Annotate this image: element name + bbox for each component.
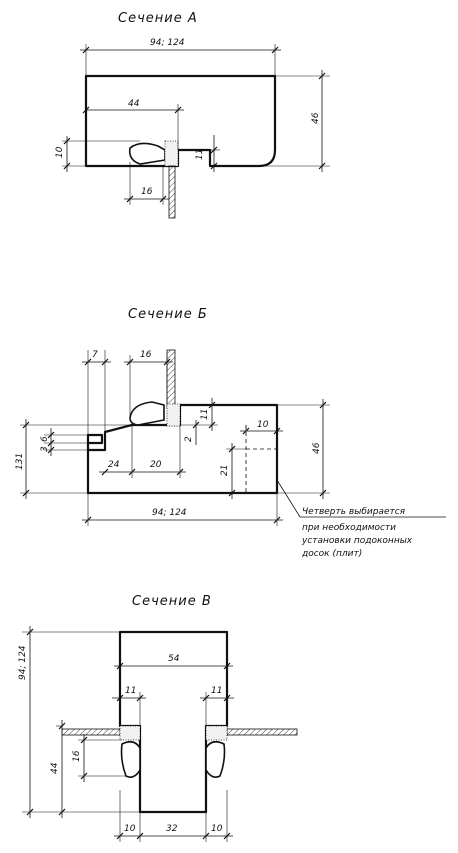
section-c-right-11-label: 11 — [211, 686, 222, 696]
section-c-seal-right — [205, 740, 226, 778]
section-b-height-label: 46 — [312, 442, 322, 454]
section-b-right-rebate-label: 10 — [257, 420, 269, 430]
section-b-dim-left-small: 3 6 — [40, 428, 88, 456]
section-b-left-b-label: 6 — [40, 436, 50, 442]
section-b-dim-left-total: 131 — [15, 419, 132, 499]
section-b-top-small-label: 7 — [92, 350, 98, 360]
section-b-width-label: 94; 124 — [152, 508, 187, 518]
section-b-dim-width: 94; 124 — [82, 493, 283, 526]
section-c-total-height-label: 94; 124 — [18, 645, 28, 680]
section-b-note-line-1: Четверть выбирается — [302, 507, 406, 517]
section-b-seal — [129, 401, 165, 426]
section-b-dim-top-glass: 16 — [124, 350, 173, 418]
section-c-left-11-label: 11 — [125, 686, 136, 696]
section-c-putty-right — [205, 725, 228, 741]
section-a-dim-bottom-right: 11 — [195, 135, 220, 172]
section-a-dim-gap: 16 — [124, 162, 169, 205]
section-a: Сечение А 94; 124 46 44 — [55, 11, 330, 219]
section-b-dim-right-rebate: 10 — [240, 420, 283, 435]
section-a-gap-label: 16 — [141, 187, 153, 197]
section-b-dim-bottom-inner: 24 20 — [99, 425, 186, 478]
section-c-bottom-right-label: 10 — [211, 824, 223, 834]
section-c-glass-right — [226, 728, 298, 736]
section-a-putty — [164, 140, 179, 167]
section-a-width-label: 94; 124 — [150, 38, 185, 48]
section-b-right-small-label: 11 — [200, 409, 210, 420]
section-a-profile — [84, 74, 277, 168]
section-c-title: Сечение В — [132, 594, 212, 609]
section-b-dim-top-small: 7 — [82, 350, 111, 435]
section-b: Сечение Б 7 16 11 — [15, 307, 446, 559]
section-b-dim-height: 46 — [277, 399, 330, 499]
section-a-height-label: 46 — [311, 112, 321, 124]
section-a-title: Сечение А — [118, 11, 198, 26]
section-b-bottom-a-label: 24 — [108, 460, 120, 470]
section-c-bottom-left-label: 10 — [124, 824, 136, 834]
section-c-dim-top-width: 54 — [114, 654, 233, 670]
section-a-rebate-label: 44 — [128, 99, 140, 109]
section-c-bottom-mid-label: 32 — [166, 824, 178, 834]
section-c-putty-left — [119, 725, 141, 741]
section-a-dim-height: 46 — [262, 70, 330, 172]
section-c-dim-16: 16 — [72, 734, 126, 782]
section-b-bottom-b-label: 20 — [150, 460, 162, 470]
section-c-top-width-label: 54 — [168, 654, 180, 664]
section-c-dim-44: 44 — [50, 720, 66, 818]
section-c-glass-left — [61, 728, 121, 736]
section-b-glass — [166, 349, 176, 409]
section-c: Сечение В 94; 124 54 11 — [18, 594, 298, 842]
section-b-note-line-3: установки подоконных — [301, 536, 413, 546]
section-c-left-44-label: 44 — [50, 762, 60, 774]
section-b-note: Четверть выбирается при необходимости ус… — [276, 479, 446, 559]
section-c-left-16-label: 16 — [72, 750, 82, 762]
section-b-mid-small-label: 2 — [184, 436, 194, 442]
section-a-dim-bottom-left: 10 — [55, 136, 140, 172]
section-b-left-a-label: 3 — [40, 446, 50, 452]
section-c-seal-left — [120, 740, 141, 778]
section-b-mid-21-label: 21 — [220, 465, 230, 476]
section-a-dim-width: 94; 124 — [80, 38, 281, 76]
section-a-glass — [168, 165, 176, 219]
section-b-note-line-2: при необходимости — [302, 523, 396, 533]
section-a-dim-rebate: 44 — [82, 99, 184, 150]
section-b-title: Сечение Б — [128, 307, 208, 322]
section-a-bottom-left-label: 10 — [55, 146, 65, 158]
section-b-putty — [166, 403, 181, 427]
section-c-dim-11: 11 11 — [112, 686, 234, 726]
section-b-top-glass-label: 16 — [140, 350, 152, 360]
section-c-dim-total-height: 94; 124 — [18, 626, 140, 818]
section-a-bottom-right-label: 11 — [195, 149, 205, 160]
section-b-note-line-4: досок (плит) — [301, 549, 362, 559]
section-c-dim-bottom: 10 32 10 — [114, 790, 233, 842]
section-b-left-total-label: 131 — [15, 453, 25, 470]
section-a-seal — [128, 142, 166, 165]
section-b-dim-right-small: 11 — [180, 398, 218, 431]
section-b-dim-mid: 2 21 — [184, 420, 246, 499]
